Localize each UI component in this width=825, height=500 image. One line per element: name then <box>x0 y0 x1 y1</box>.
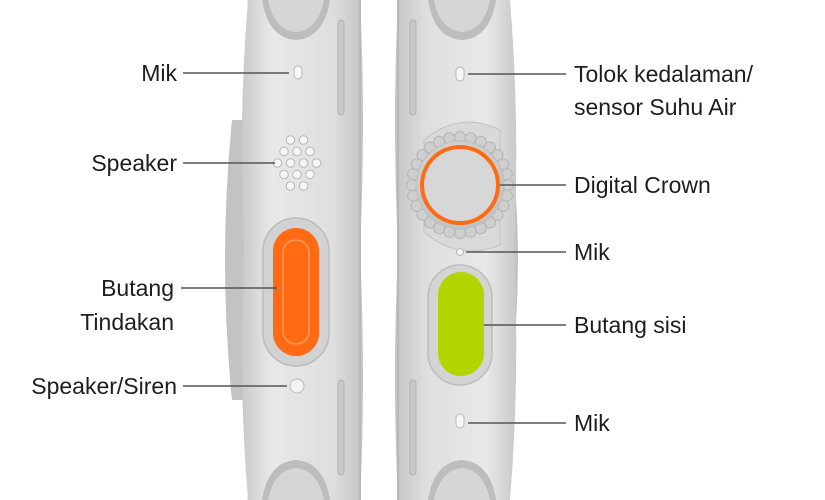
label-digital-crown: Digital Crown <box>574 172 711 198</box>
depth-gauge-sensor <box>455 66 465 82</box>
label-speaker: Speaker <box>91 150 177 176</box>
leader-lines <box>181 72 566 424</box>
label-action-button-line1: Butang <box>101 275 174 301</box>
speaker-grille-hole <box>285 181 296 191</box>
left-case-edge <box>225 120 246 400</box>
speaker-grille-hole <box>292 146 302 157</box>
label-depth-gauge-line1: Tolok kedalaman/ <box>574 61 753 87</box>
label-speaker-siren: Speaker/Siren <box>31 373 177 399</box>
label-depth-gauge-line2: sensor Suhu Air <box>574 94 737 120</box>
label-left-mic: Mik <box>141 60 177 86</box>
speaker-grille-hole <box>305 169 315 180</box>
right-mic-lower-hole <box>455 413 465 429</box>
left-mic-hole <box>293 65 303 80</box>
speaker-siren-hole <box>289 378 305 394</box>
label-action-button-line2: Tindakan <box>80 309 174 335</box>
label-side-button: Butang sisi <box>574 312 687 338</box>
right-watch-side <box>395 0 518 500</box>
action-button <box>273 228 319 356</box>
right-mic-upper-hole <box>456 248 464 256</box>
label-right-mic-lower: Mik <box>574 410 610 436</box>
speaker-grille-hole <box>285 158 296 168</box>
speaker-grille-hole <box>279 146 289 157</box>
speaker-grille-hole <box>298 158 309 168</box>
speaker-grille-hole <box>285 135 296 145</box>
speaker-grille-hole <box>305 146 315 157</box>
speaker-grille-hole <box>279 169 289 180</box>
speaker-grille-hole <box>298 135 309 145</box>
label-right-mic-upper: Mik <box>574 239 610 265</box>
side-button <box>438 272 484 376</box>
speaker-grille-hole <box>292 169 302 180</box>
digital-crown-teeth <box>406 131 514 239</box>
speaker-grille-hole <box>311 158 322 168</box>
speaker-grille-hole <box>298 181 309 191</box>
left-watch-side <box>225 0 363 500</box>
digital-crown <box>420 145 500 225</box>
